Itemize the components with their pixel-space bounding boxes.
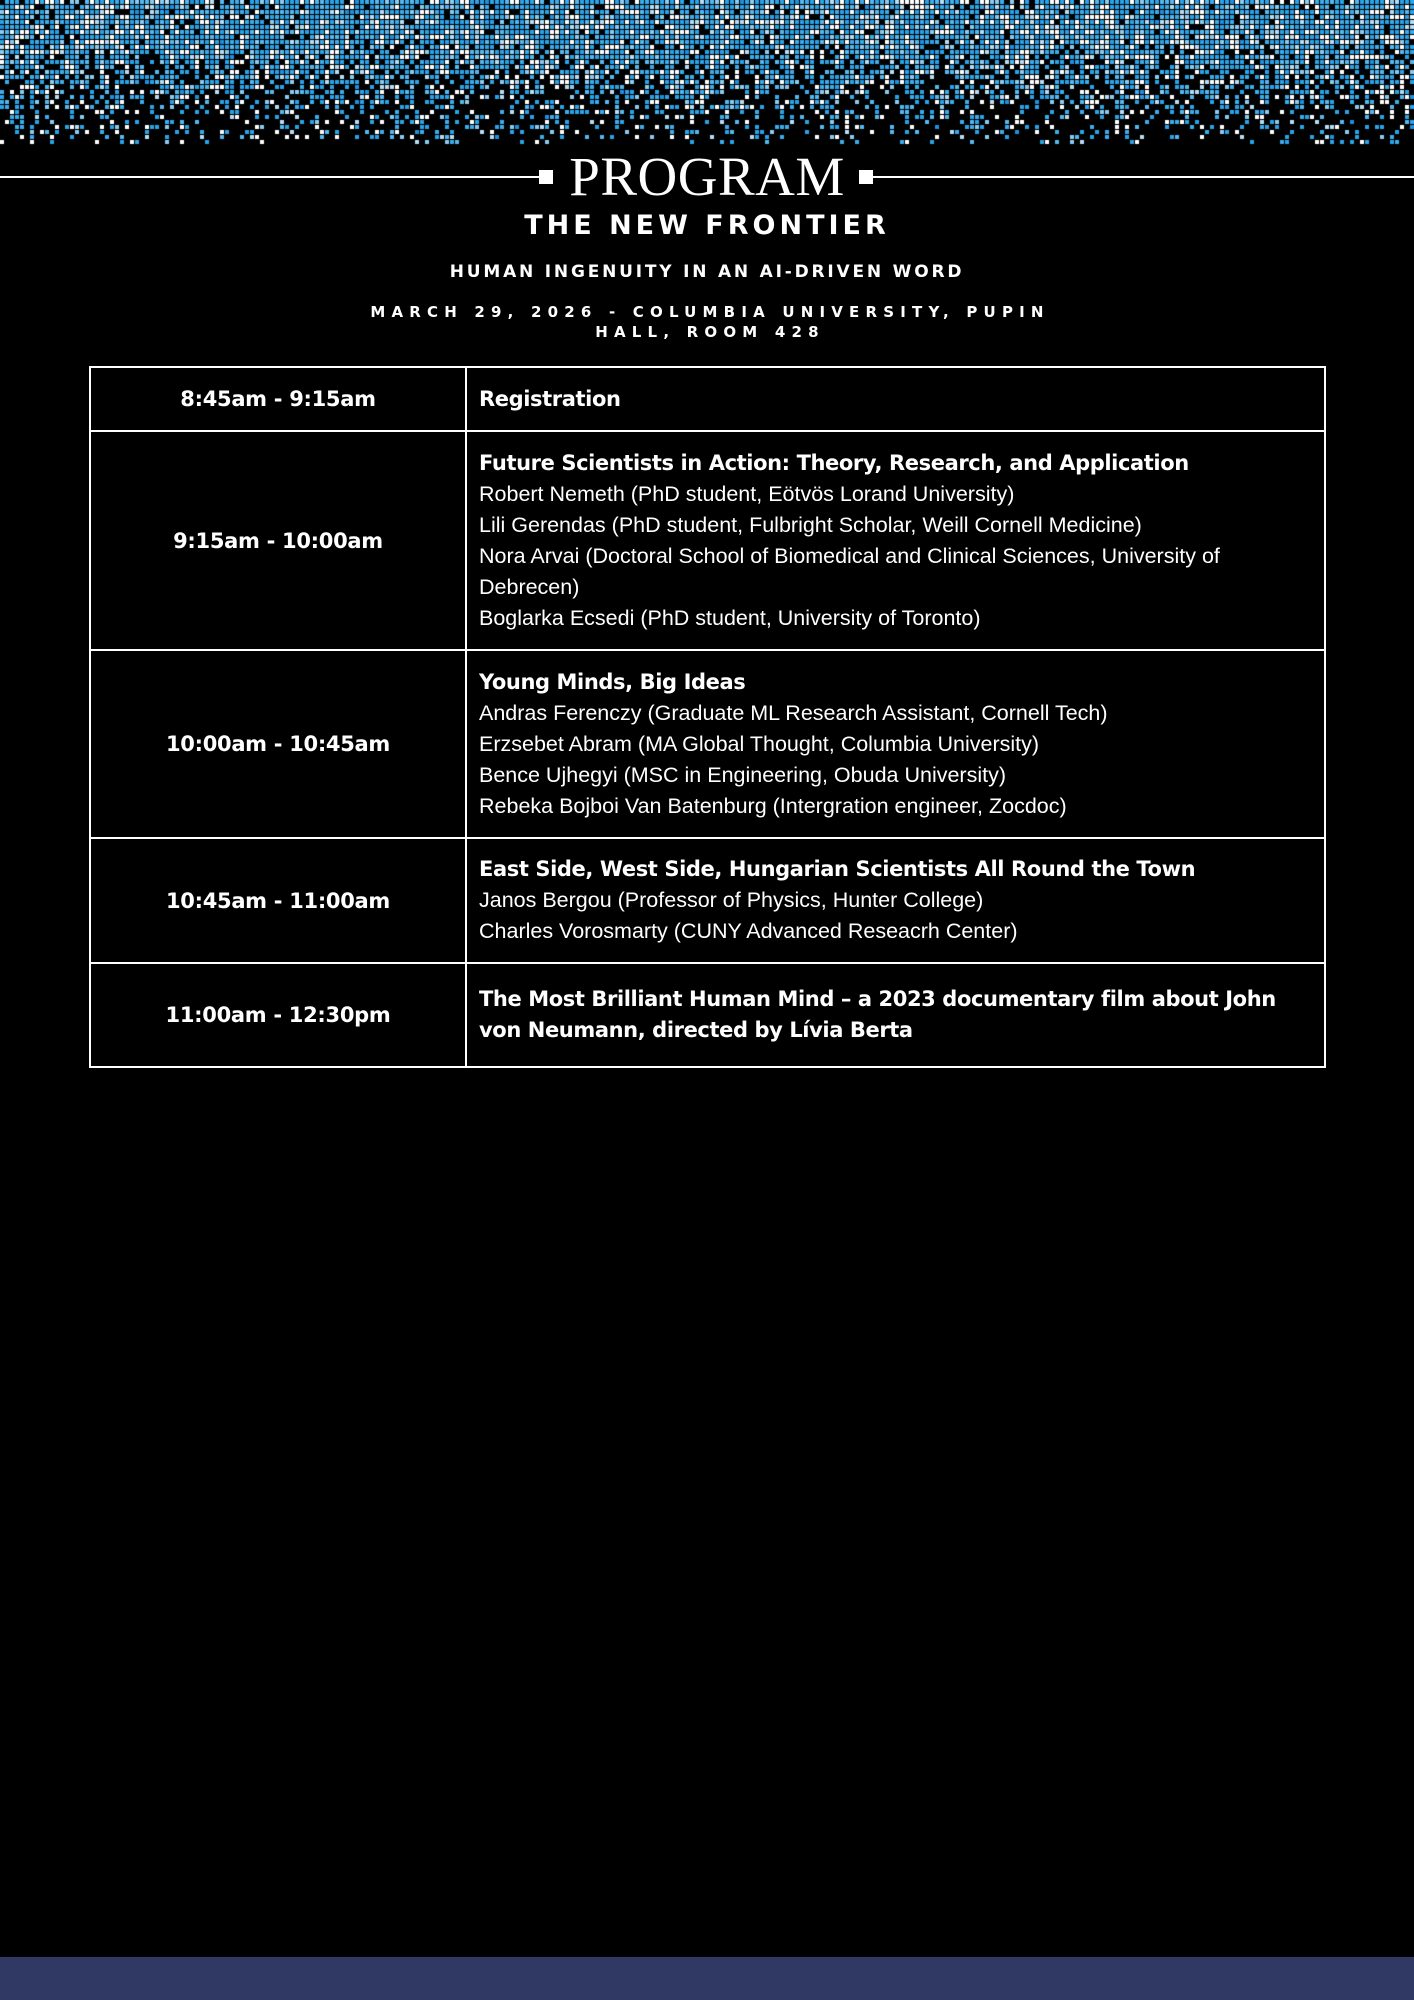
table-row: 10:00am - 10:45am Young Minds, Big Ideas… <box>89 649 1326 839</box>
event-tagline: HUMAN INGENUITY IN AN AI-DRIVEN WORD <box>449 262 965 282</box>
session-time: 8:45am - 9:15am <box>89 366 467 432</box>
event-date-location: MARCH 29, 2026 - COLUMBIA UNIVERSITY, PU… <box>370 303 1050 341</box>
table-row: 11:00am - 12:30pm The Most Brilliant Hum… <box>89 962 1326 1068</box>
session-details: East Side, West Side, Hungarian Scientis… <box>465 837 1326 964</box>
session-time: 9:15am - 10:00am <box>89 430 467 651</box>
session-time: 11:00am - 12:30pm <box>89 962 467 1068</box>
session-details: Future Scientists in Action: Theory, Res… <box>465 430 1326 651</box>
table-row: 9:15am - 10:00am Future Scientists in Ac… <box>89 430 1326 651</box>
title-rule-right <box>870 176 1414 178</box>
square-ornament-right-icon <box>859 170 873 184</box>
session-title: Young Minds, Big Ideas <box>479 669 746 694</box>
page-title: PROGRAM <box>569 146 845 207</box>
session-title: The Most Brilliant Human Mind – a 2023 d… <box>479 987 1276 1042</box>
speaker-entry: Robert Nemeth (PhD student, Eötvös Loran… <box>479 481 1015 506</box>
footer-band <box>0 1957 1414 2000</box>
speaker-entry: Andras Ferenczy (Graduate ML Research As… <box>479 700 1108 725</box>
speaker-entry: Bence Ujhegyi (MSC in Engineering, Obuda… <box>479 762 1006 787</box>
speaker-entry: Boglarka Ecsedi (PhD student, University… <box>479 605 981 630</box>
session-details: Young Minds, Big Ideas Andras Ferenczy (… <box>465 649 1326 839</box>
schedule-table: 8:45am - 9:15am Registration 9:15am - 10… <box>89 366 1326 1068</box>
title-rule-left <box>0 176 540 178</box>
speaker-entry: Nora Arvai (Doctoral School of Biomedica… <box>479 543 1220 599</box>
session-time: 10:45am - 11:00am <box>89 837 467 964</box>
session-time: 10:00am - 10:45am <box>89 649 467 839</box>
speaker-entry: Lili Gerendas (PhD student, Fulbright Sc… <box>479 512 1142 537</box>
event-subtitle: THE NEW FRONTIER <box>524 210 890 241</box>
session-title: Registration <box>479 386 621 411</box>
square-ornament-left-icon <box>539 170 553 184</box>
table-row: 8:45am - 9:15am Registration <box>89 366 1326 432</box>
session-details: The Most Brilliant Human Mind – a 2023 d… <box>465 962 1326 1068</box>
session-title: Future Scientists in Action: Theory, Res… <box>479 450 1189 475</box>
speaker-entry: Charles Vorosmarty (CUNY Advanced Reseac… <box>479 919 1018 943</box>
session-title: East Side, West Side, Hungarian Scientis… <box>479 857 1196 881</box>
speaker-entry: Rebeka Bojboi Van Batenburg (Intergratio… <box>479 793 1067 818</box>
header-pixel-mosaic <box>0 0 1414 150</box>
speaker-entry: Erzsebet Abram (MA Global Thought, Colum… <box>479 731 1040 756</box>
session-details: Registration <box>465 366 1326 432</box>
speaker-entry: Janos Bergou (Professor of Physics, Hunt… <box>479 888 984 912</box>
table-row: 10:45am - 11:00am East Side, West Side, … <box>89 837 1326 964</box>
